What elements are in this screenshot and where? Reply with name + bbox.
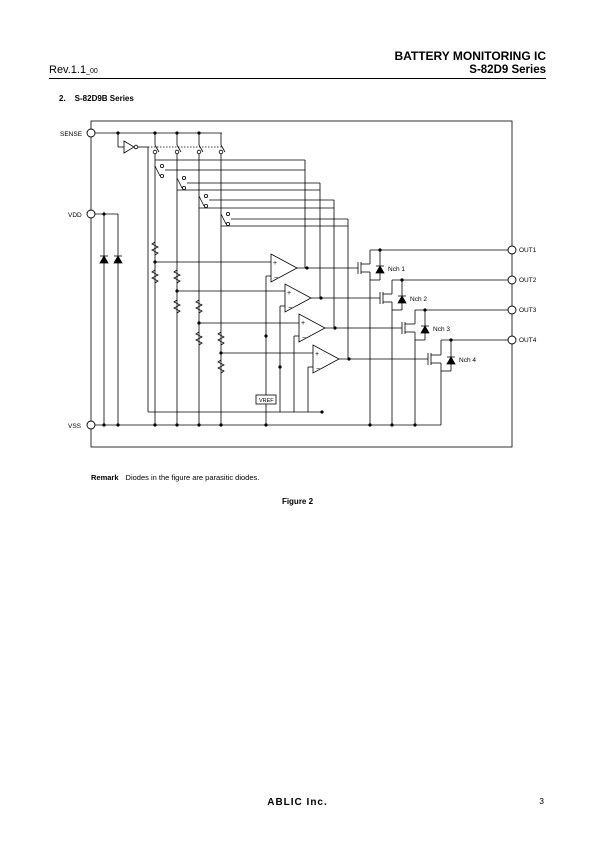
resistor-r2 [151,269,159,284]
svg-text:−: − [302,335,306,342]
comparator-4 [312,344,340,374]
svg-text:+: + [315,351,319,358]
figure-caption: Figure 2 [281,497,314,506]
svg-text:−: − [274,275,278,282]
nch1-label: Nch 1 [388,266,405,273]
revision-label: Rev.1.1_00 [49,64,98,76]
comparator-2 [284,283,312,313]
comparator-1 [270,253,298,283]
resistor-r3 [173,269,181,284]
vss-label: VSS [68,423,82,430]
sense-pin [86,128,96,138]
resistor-r4 [173,299,181,314]
out3-pin [507,305,517,315]
parasitic-diode-nch1 [375,265,385,274]
comparator-3 [298,313,326,343]
parasitic-diode-nch3 [420,325,430,334]
resistor-r7 [217,331,225,346]
out1-label: OUT1 [519,247,537,254]
parasitic-diode-nch2 [397,295,407,304]
parasitic-diode-nch4 [446,356,456,365]
section-heading: 2. S-82D9B Series [59,94,143,103]
remark-label: Remark [91,473,119,482]
parasitic-diode-1 [99,255,109,264]
svg-text:+: + [287,290,291,297]
out2-pin [507,275,517,285]
header-divider [49,78,546,79]
remark: Remark Diodes in the figure are parasitic… [91,473,259,482]
out2-label: OUT2 [519,277,537,284]
resistor-r5 [195,299,203,314]
nch3-label: Nch 3 [433,326,450,333]
svg-text:−: − [288,305,292,312]
document-title: BATTERY MONITORING IC [394,49,546,63]
svg-text:+: + [301,320,305,327]
svg-text:−: − [316,366,320,373]
out4-pin [507,335,517,345]
section-title: S-82D9B Series [74,94,134,103]
vdd-pin [86,209,96,219]
inverter [123,140,135,154]
sense-label: SENSE [60,131,83,138]
series-name: S-82D9 Series [469,64,546,76]
vdd-label: VDD [68,212,82,219]
page-number: 3 [539,796,544,806]
section-number: 2. [59,94,66,103]
remark-text: Diodes in the figure are parasitic diode… [125,473,260,482]
resistor-r6 [195,331,203,346]
resistor-r8 [217,359,225,374]
out4-label: OUT4 [519,337,537,344]
resistor-r1 [151,241,159,256]
vss-pin [86,420,96,430]
nch4-label: Nch 4 [459,357,476,364]
nch2-label: Nch 2 [410,296,427,303]
out3-label: OUT3 [519,307,537,314]
vref-label: VREF [259,398,274,404]
company-logo: ABLIC Inc. [267,797,328,808]
parasitic-diode-2 [113,255,123,264]
out1-pin [507,245,517,255]
svg-text:+: + [273,260,277,267]
